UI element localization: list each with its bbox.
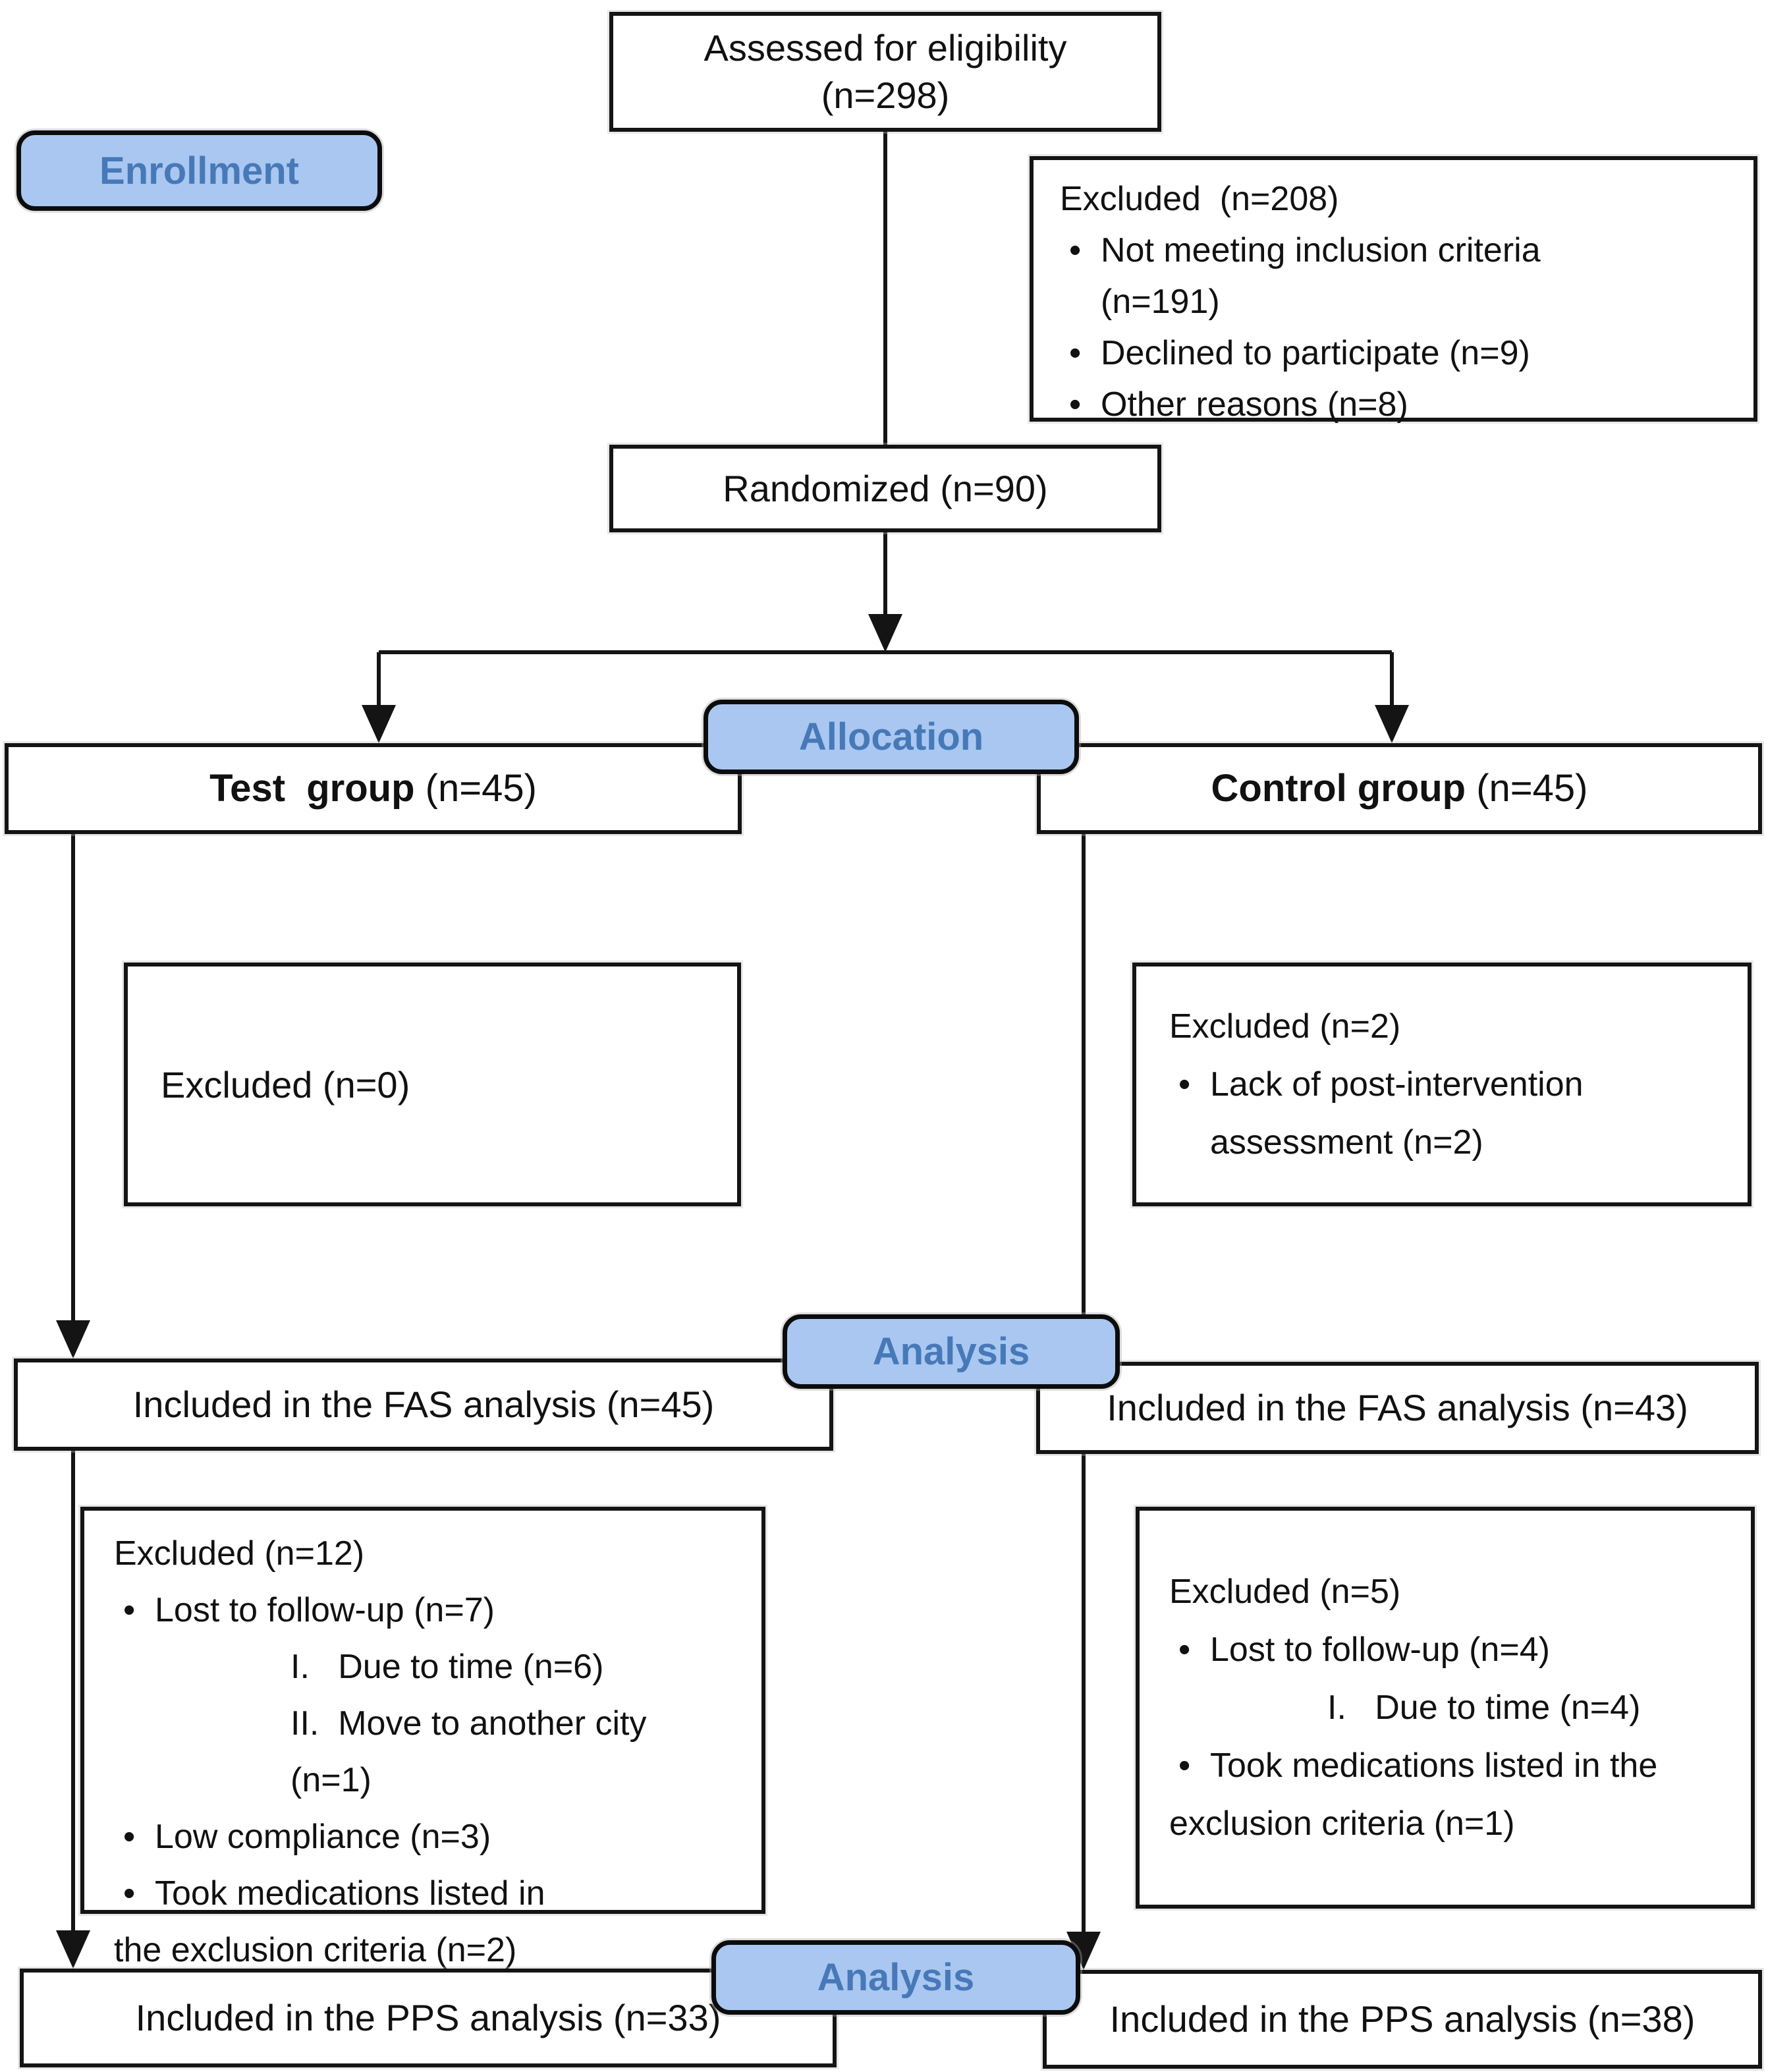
bullet-icon: • [1069, 385, 1082, 424]
excluded-fas-test-s1: I. Due to time (n=6) [290, 1648, 604, 1686]
excluded-enrollment-title: Excluded (n=208) [1060, 180, 1339, 218]
excluded-fas-test-item: • Took medications listed in [114, 1865, 732, 1922]
test-group-name: Test group [209, 766, 415, 810]
excluded-enrollment-b1-cont: (n=191) [1101, 283, 1220, 321]
assessed-box: Assessed for eligibility (n=298) [609, 12, 1161, 132]
excluded-enrollment-item-text: Not meeting inclusion criteria (n=191) [1101, 225, 1727, 327]
excluded-control-b1-cont: assessment (n=2) [1210, 1123, 1483, 1162]
excluded-fas-test-b2: Low compliance (n=3) [155, 1818, 491, 1856]
analysis-pps-stage-label: Analysis [817, 1956, 975, 1999]
test-group-n: (n=45) [414, 766, 537, 810]
excluded-fas-control-b2-cont: exclusion criteria (n=1) [1169, 1805, 1515, 1843]
allocation-stage-pill: Allocation [704, 700, 1079, 774]
bullet-icon: • [1069, 334, 1082, 372]
excluded-control-box: Excluded (n=2) • Lack of post-interventi… [1132, 963, 1752, 1206]
excluded-fas-control-title: Excluded (n=5) [1169, 1573, 1401, 1611]
test-group-label: Test group (n=45) [209, 764, 537, 813]
control-group-label: Control group (n=45) [1211, 764, 1588, 813]
bullet-icon: • [1069, 231, 1082, 269]
excluded-fas-test-b3: Took medications listed in [155, 1874, 545, 1913]
bullet-icon: • [1178, 1631, 1191, 1669]
randomized-label: Randomized (n=90) [723, 467, 1048, 509]
excluded-fas-test-box: Excluded (n=12) • Lost to follow-up (n=7… [80, 1507, 765, 1969]
excluded-fas-control-s1: I. Due to time (n=4) [1327, 1689, 1641, 1727]
excluded-fas-test-item: • Low compliance (n=3) [114, 1808, 732, 1865]
pps-control-label: Included in the PPS analysis (n=38) [1109, 1998, 1696, 2040]
excluded-enrollment-box: Excluded (n=208) • Not meeting inclusion… [1030, 156, 1757, 424]
fas-test-box: Included in the FAS analysis (n=45) [14, 1358, 833, 1451]
excluded-fas-control-item: • Took medications listed in the [1169, 1737, 1721, 1795]
analysis-fas-stage-pill: Analysis [783, 1314, 1120, 1389]
excluded-control-b1: Lack of post-intervention [1210, 1065, 1584, 1104]
bullet-icon: • [1178, 1747, 1191, 1785]
fas-control-box: Included in the FAS analysis (n=43) [1036, 1362, 1759, 1454]
enrollment-stage-pill: Enrollment [16, 130, 382, 211]
excluded-test-box: Excluded (n=0) [124, 963, 741, 1206]
pps-test-box: Included in the PPS analysis (n=33) [20, 1969, 837, 2067]
excluded-enrollment-b1: Not meeting inclusion criteria [1101, 231, 1541, 269]
excluded-fas-test-b3-cont: the exclusion criteria (n=2) [114, 1931, 517, 1969]
excluded-enrollment-b2: Declined to participate (n=9) [1101, 334, 1530, 372]
excluded-fas-test-s2: II. Move to another city (n=1) [290, 1704, 656, 1799]
control-group-n: (n=45) [1466, 766, 1588, 810]
excluded-control-title: Excluded (n=2) [1169, 1007, 1401, 1046]
bullet-icon: • [123, 1591, 136, 1629]
allocation-stage-label: Allocation [798, 715, 984, 758]
excluded-fas-test-title: Excluded (n=12) [114, 1534, 365, 1573]
excluded-control-item: • Lack of post-intervention assessment (… [1169, 1055, 1715, 1171]
enrollment-stage-label: Enrollment [99, 149, 299, 192]
assessed-line1: Assessed for eligibility [704, 27, 1067, 69]
analysis-pps-stage-pill: Analysis [711, 1940, 1080, 2015]
excluded-fas-control-b2: Took medications listed in the [1210, 1747, 1658, 1785]
excluded-enrollment-item: • Declined to participate (n=9) [1060, 327, 1727, 379]
excluded-enrollment-item: • Not meeting inclusion criteria (n=191) [1060, 225, 1727, 327]
excluded-fas-control-box: Excluded (n=5) • Lost to follow-up (n=4)… [1136, 1507, 1755, 1909]
fas-control-label: Included in the FAS analysis (n=43) [1107, 1387, 1688, 1429]
bullet-icon: • [123, 1874, 136, 1913]
pps-test-label: Included in the PPS analysis (n=33) [135, 1997, 721, 2039]
excluded-fas-control-item: • Lost to follow-up (n=4) [1169, 1621, 1721, 1679]
fas-test-label: Included in the FAS analysis (n=45) [132, 1384, 715, 1426]
excluded-control-item-text: Lack of post-intervention assessment (n=… [1210, 1055, 1715, 1171]
excluded-enrollment-item: • Other reasons (n=8) [1060, 379, 1727, 430]
pps-control-box: Included in the PPS analysis (n=38) [1043, 1970, 1762, 2069]
test-group-box: Test group (n=45) [5, 743, 742, 834]
control-group-name: Control group [1211, 766, 1466, 810]
excluded-fas-test-b1: Lost to follow-up (n=7) [155, 1591, 495, 1629]
control-group-box: Control group (n=45) [1037, 743, 1762, 834]
excluded-enrollment-b3: Other reasons (n=8) [1101, 385, 1408, 424]
analysis-fas-stage-label: Analysis [872, 1330, 1030, 1373]
bullet-icon: • [1178, 1065, 1191, 1104]
excluded-fas-control-b1: Lost to follow-up (n=4) [1210, 1631, 1550, 1669]
assessed-line2: (n=298) [821, 74, 950, 116]
bullet-icon: • [123, 1818, 136, 1856]
excluded-fas-test-item: • Lost to follow-up (n=7) [114, 1582, 732, 1638]
excluded-test-title: Excluded (n=0) [161, 1063, 410, 1106]
randomized-box: Randomized (n=90) [609, 445, 1161, 532]
